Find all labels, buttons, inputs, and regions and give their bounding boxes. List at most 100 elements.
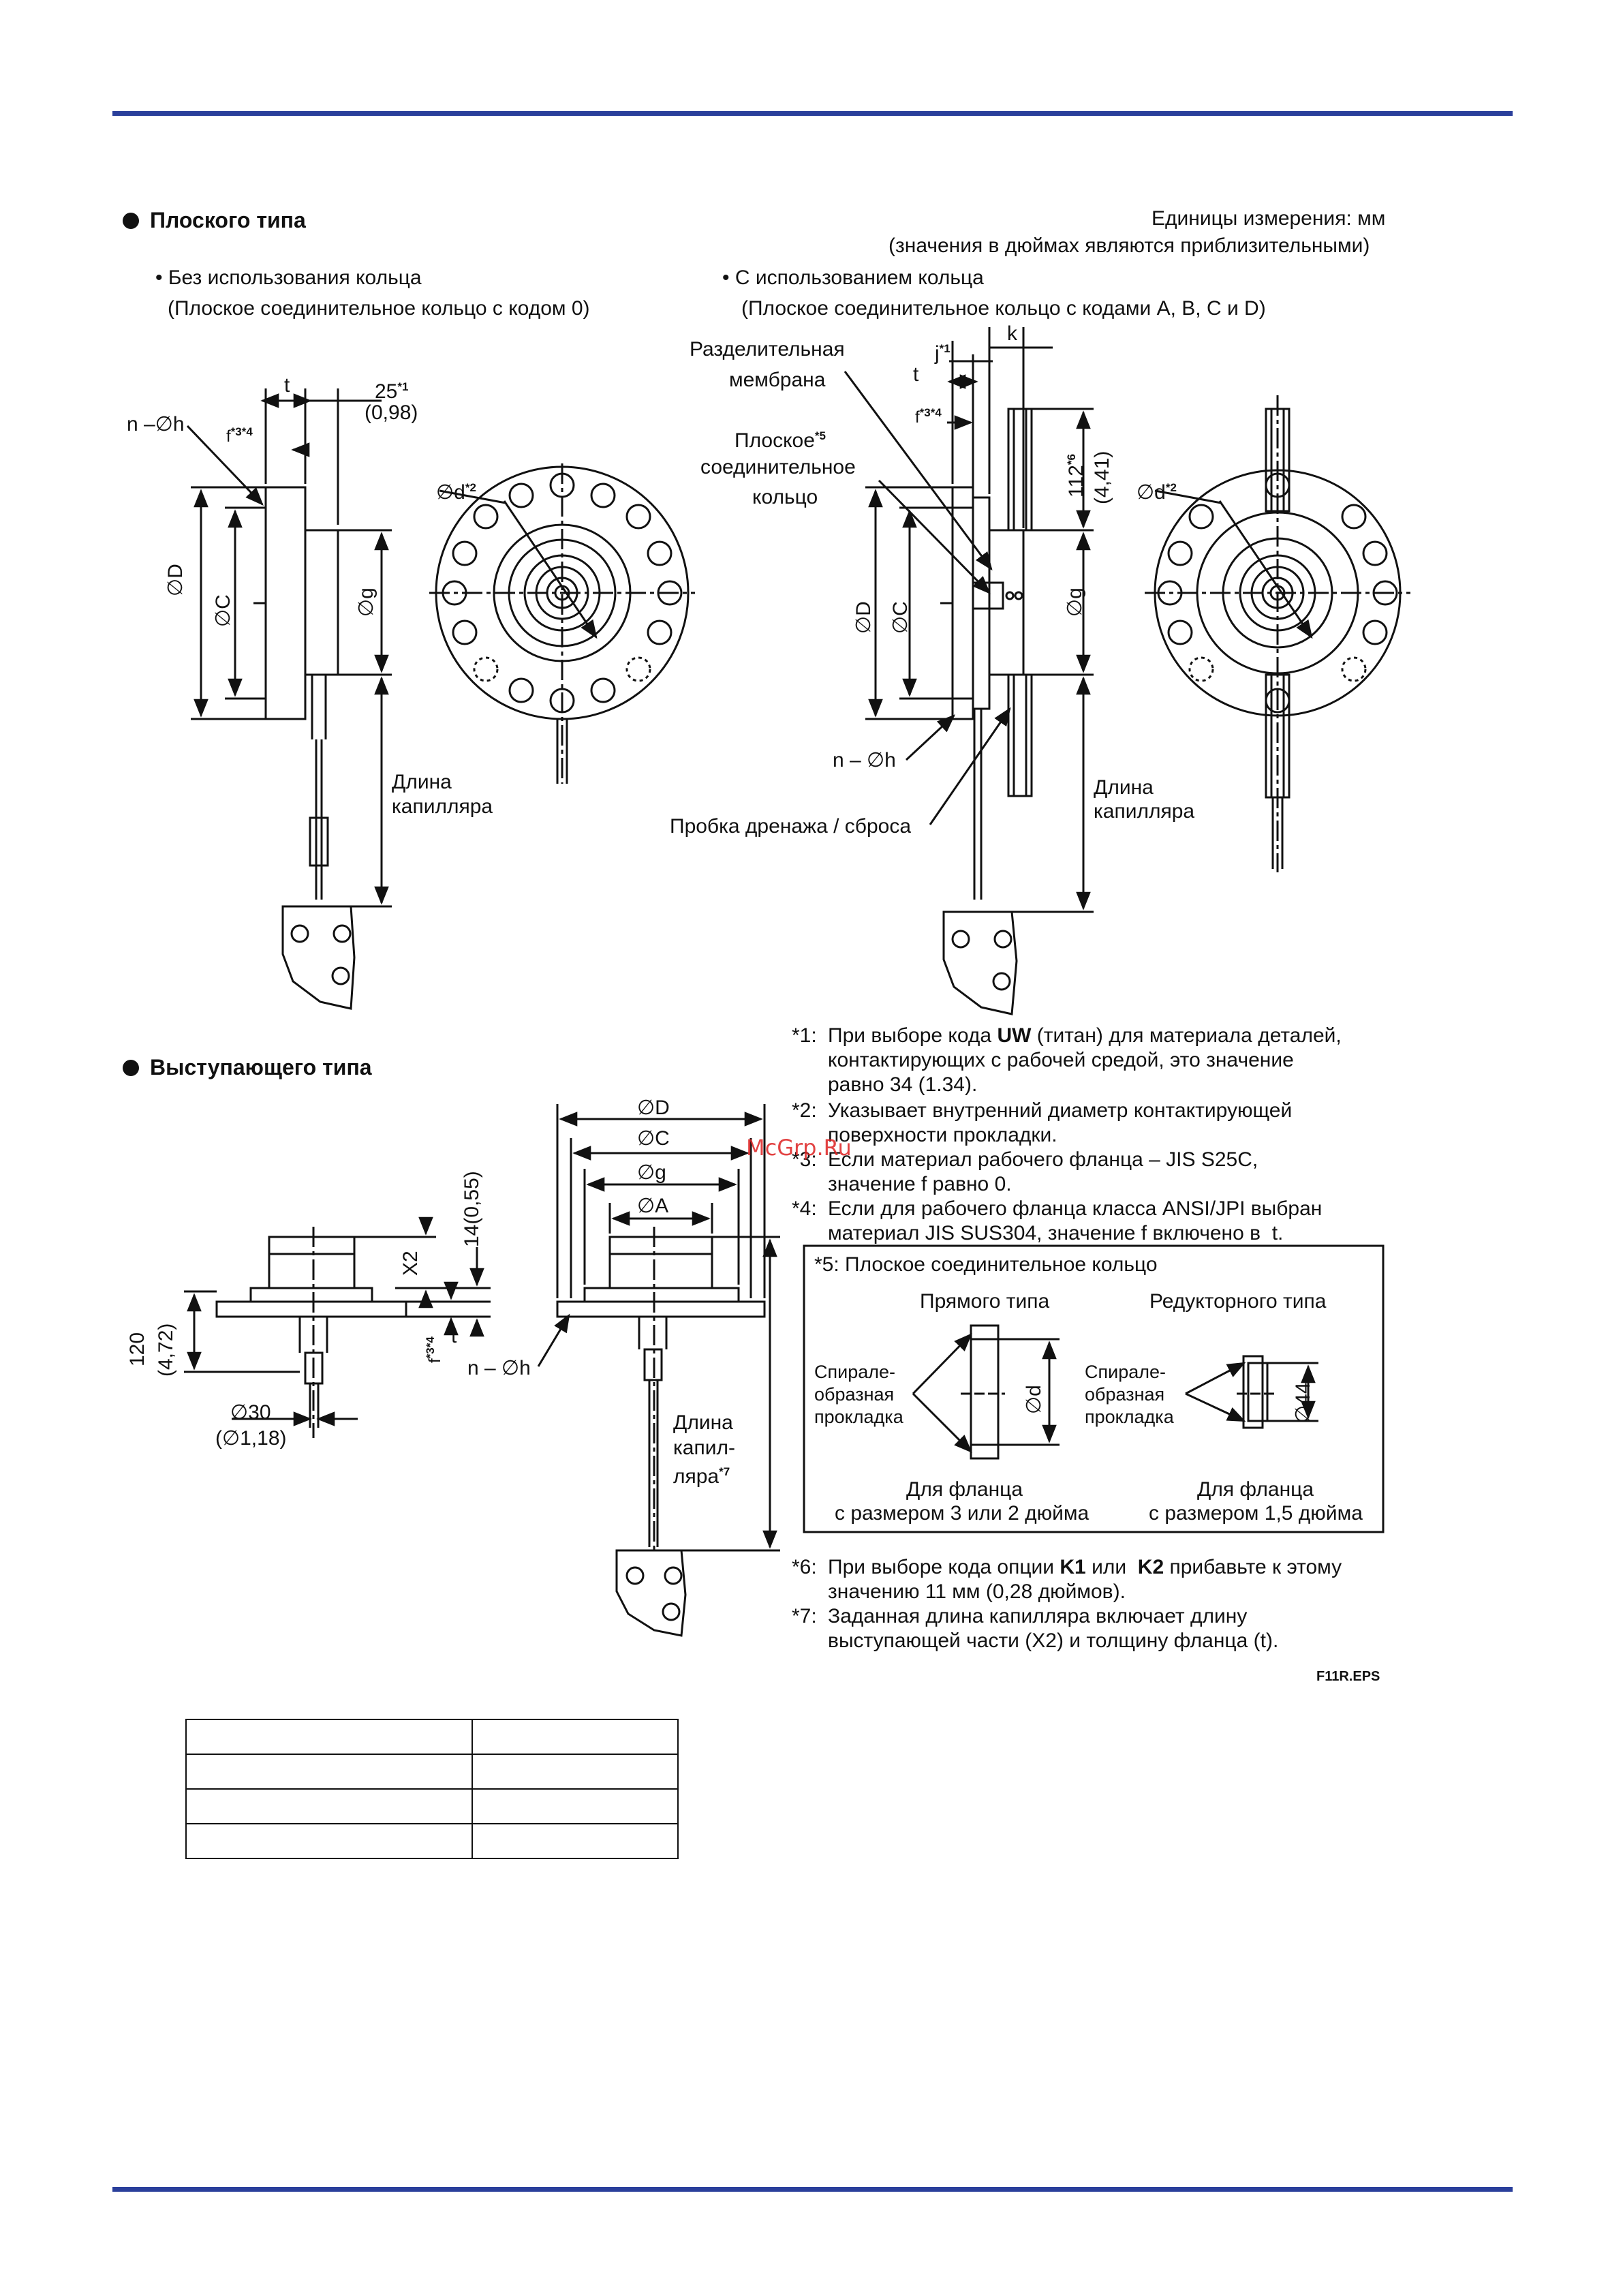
label-d-right: ∅d*2 [1137, 481, 1177, 504]
label-prot-cap-3: ляра*7 [673, 1465, 730, 1488]
box5-d44: ∅44 [1292, 1382, 1314, 1423]
box5-reducer: Редукторного типа [1149, 1290, 1327, 1313]
label-25: 25*1 [375, 380, 409, 403]
label-441: (4,41) [1091, 450, 1113, 504]
label-prot-cap-2: капил- [673, 1437, 735, 1459]
label-cap-right-2: капилляра [1094, 800, 1195, 823]
box5-straight: Прямого типа [920, 1290, 1050, 1313]
label-g-left: ∅g [355, 587, 377, 617]
label-d-left: ∅d*2 [436, 481, 476, 504]
empty-table [185, 1719, 679, 1859]
label-ring-3: кольцо [752, 486, 818, 508]
label-prot-X2: X2 [399, 1251, 422, 1276]
label-prot-cap-1: Длина [673, 1411, 733, 1434]
box5-gasket-left-3: прокладка [814, 1407, 903, 1427]
box5-flange-left-1: Для фланца [906, 1478, 1023, 1501]
label-cap-left-2: капилляра [392, 795, 493, 818]
note-1-mark: *1: [792, 1024, 817, 1047]
label-prot-C: ∅C [637, 1127, 670, 1150]
label-prot-f: f*3*4 [424, 1336, 444, 1363]
note-2-line1: Указывает внутренний диаметр контактирую… [828, 1099, 1293, 1122]
label-prot-t: t [451, 1325, 457, 1347]
box5-title: *5: Плоское соединительное кольцо [814, 1253, 1158, 1276]
box5-d: ∅d [1023, 1385, 1045, 1414]
table-row [185, 1823, 679, 1859]
box5-flange-right-1: Для фланца [1197, 1478, 1314, 1501]
label-prot-118: (∅1,18) [215, 1427, 287, 1450]
watermark: McGrp.Ru [746, 1135, 852, 1161]
without-ring-sub: (Плоское соединительное кольцо с кодом 0… [168, 297, 590, 320]
top-rule [112, 111, 1513, 116]
label-cap-right-1: Длина [1094, 776, 1154, 799]
box5-flange-left-2: с размером 3 или 2 дюйма [835, 1502, 1089, 1525]
label-prot-nh: n – ∅h [467, 1357, 531, 1379]
label-098: (0,98) [365, 401, 418, 424]
label-t-right: t [913, 363, 919, 386]
section-flat-title: Плоского типа [123, 208, 306, 232]
label-t-left: t [284, 374, 290, 397]
box5-frame [803, 1244, 1385, 1533]
flat-front-view-right [1145, 395, 1410, 872]
label-j: j*1 [935, 342, 950, 365]
label-prot-30: ∅30 [230, 1401, 271, 1424]
note-1-line3: равно 34 (1.34). [828, 1073, 978, 1096]
label-membrane-1: Разделительная [690, 338, 845, 361]
note-1-line2: контактирующих с рабочей средой, это зна… [828, 1049, 1294, 1071]
note-7-mark: *7: [792, 1605, 817, 1627]
note-4-line2: материал JIS SUS304, значение f включено… [828, 1222, 1284, 1244]
label-g-right: ∅g [1064, 587, 1086, 617]
label-prot-D: ∅D [637, 1097, 670, 1119]
box5-gasket-left-1: Спирале- [814, 1362, 895, 1382]
label-prot-A: ∅A [637, 1195, 669, 1217]
label-membrane-2: мембрана [729, 369, 826, 391]
note-3-mark: *3: [792, 1148, 817, 1171]
note-7-line2: выступающей части (X2) и толщину фланца … [828, 1629, 1279, 1652]
table-row [185, 1719, 679, 1755]
note-2-line2: поверхности прокладки. [828, 1124, 1057, 1146]
label-D-right: ∅D [852, 601, 875, 634]
note-4-mark: *4: [792, 1197, 817, 1220]
with-ring-heading: • С использованием кольца [722, 266, 984, 289]
flat-front-view-left [429, 463, 695, 784]
bottom-rule [112, 2187, 1513, 2192]
label-ring-1: Плоское*5 [735, 429, 826, 452]
note-3-line1: Если материал рабочего фланца – JIS S25C… [828, 1148, 1258, 1171]
table-row [185, 1788, 679, 1824]
note-1-line1: При выборе кода UW (титан) для материала… [828, 1024, 1342, 1047]
label-ring-2: соединительное [700, 456, 856, 478]
label-prot-472: (4,72) [155, 1323, 177, 1377]
box5-gasket-right-2: образная [1085, 1384, 1165, 1405]
label-112: 112*6 [1065, 454, 1087, 498]
note-6-line1: При выборе кода опции K1 или K2 прибавьт… [828, 1556, 1342, 1578]
table-row [185, 1754, 679, 1790]
label-cap-left-1: Длина [392, 771, 452, 793]
note-6-mark: *6: [792, 1556, 817, 1578]
file-tag: F11R.EPS [1316, 1669, 1380, 1684]
label-f-left: f*3*4 [226, 425, 253, 446]
note-6-line2: значению 11 мм (0,28 дюймов). [828, 1580, 1126, 1603]
label-D-left: ∅D [164, 564, 187, 596]
label-C-left: ∅C [212, 594, 234, 627]
box5-gasket-left-2: образная [814, 1384, 895, 1405]
units-line1: Единицы измерения: мм [1151, 207, 1386, 230]
note-7-line1: Заданная длина капилляра включает длину [828, 1605, 1248, 1627]
box5-flange-right-2: с размером 1,5 дюйма [1149, 1502, 1363, 1525]
label-f-right: f*3*4 [915, 406, 942, 427]
flat-side-view-left [186, 388, 392, 1010]
label-C-right: ∅C [889, 601, 912, 634]
note-4-line1: Если для рабочего фланца класса ANSI/JPI… [828, 1197, 1323, 1220]
bullet-icon [123, 1060, 139, 1076]
label-nh-left: n –∅h [127, 413, 185, 435]
label-k: k [1007, 322, 1017, 345]
note-2-mark: *2: [792, 1099, 817, 1122]
with-ring-sub: (Плоское соединительное кольцо с кодами … [741, 297, 1266, 320]
section-protruding-title: Выступающего типа [123, 1055, 372, 1080]
label-drain: Пробка дренажа / сброса [670, 815, 912, 838]
without-ring-heading: • Без использования кольца [155, 266, 422, 289]
box5-gasket-right-3: прокладка [1085, 1407, 1174, 1427]
label-prot-14: 14(0,55) [461, 1171, 483, 1247]
label-prot-120: 120 [126, 1332, 149, 1366]
protruding-view-right [537, 1104, 780, 1637]
flat-side-view-right [844, 327, 1094, 1015]
